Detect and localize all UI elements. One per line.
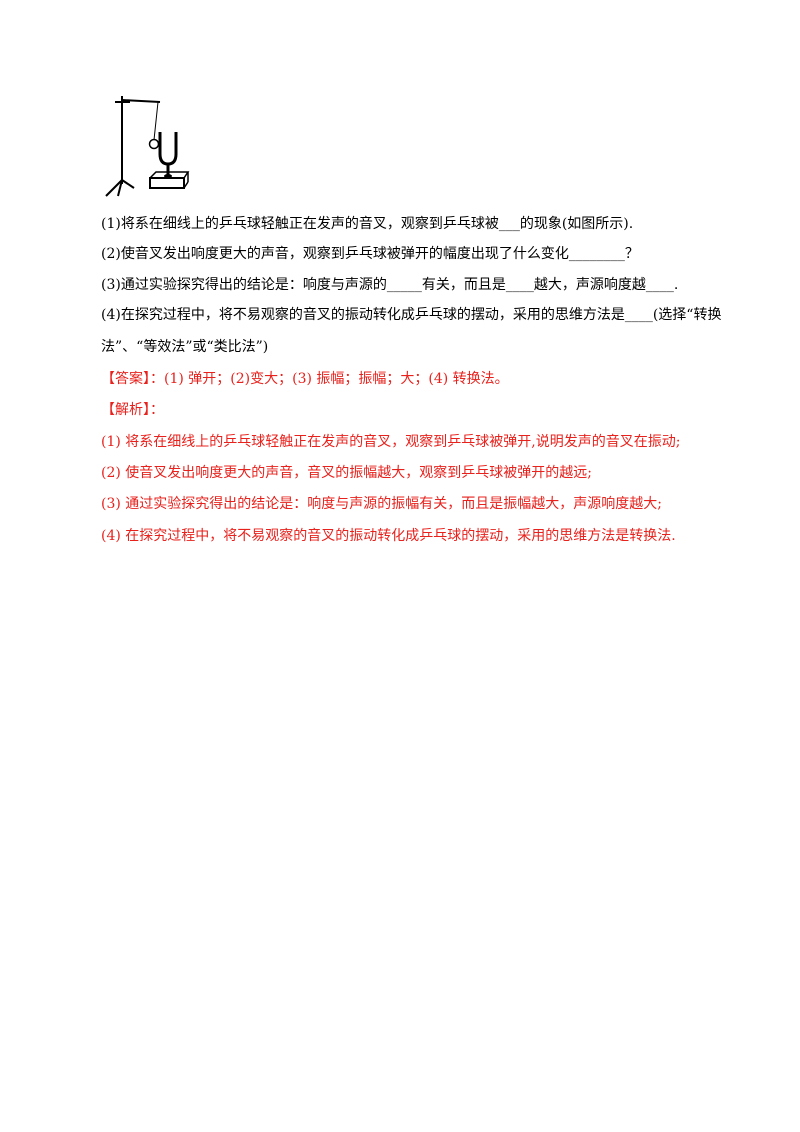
answer-line: 【答案】：(1) 弹开；(2)变大；(3) 振幅；振幅；大；(4) 转换法。 [101,371,509,387]
question-1: (1)将系在细线上的乒乓球轻触正在发声的音叉，观察到乒乓球被___的现象(如图所… [101,216,634,232]
question-2: (2)使音叉发出响度更大的声音，观察到乒乓球被弹开的幅度出现了什么变化_____… [101,246,639,262]
tuning-fork-pingpong-icon [105,96,190,197]
question-3: (3)通过实验探究得出的结论是：响度与声源的_____有关，而且是____越大，… [101,277,679,293]
question-4-line-1: (4)在探究过程中，将不易观察的音叉的振动转化成乒乓球的摆动，采用的思维方法是_… [101,307,722,323]
analysis-item-3: (3) 通过实验探究得出的结论是：响度与声源的振幅有关，而且是振幅越大，声源响度… [101,496,662,512]
analysis-item-1: (1) 将系在细线上的乒乓球轻触正在发声的音叉，观察到乒乓球被弹开,说明发声的音… [101,434,681,450]
question-4-line-2: 法”、“等效法”或“类比法”) [101,339,269,355]
analysis-item-2: (2) 使音叉发出响度更大的声音，音叉的振幅越大，观察到乒乓球被弹开的越远; [101,465,592,481]
tuning-fork-apparatus-figure [100,92,192,202]
analysis-item-4: (4) 在探究过程中，将不易观察的音叉的振动转化成乒乓球的摆动，采用的思维方法是… [101,528,676,544]
analysis-title: 【解析】： [101,402,164,418]
